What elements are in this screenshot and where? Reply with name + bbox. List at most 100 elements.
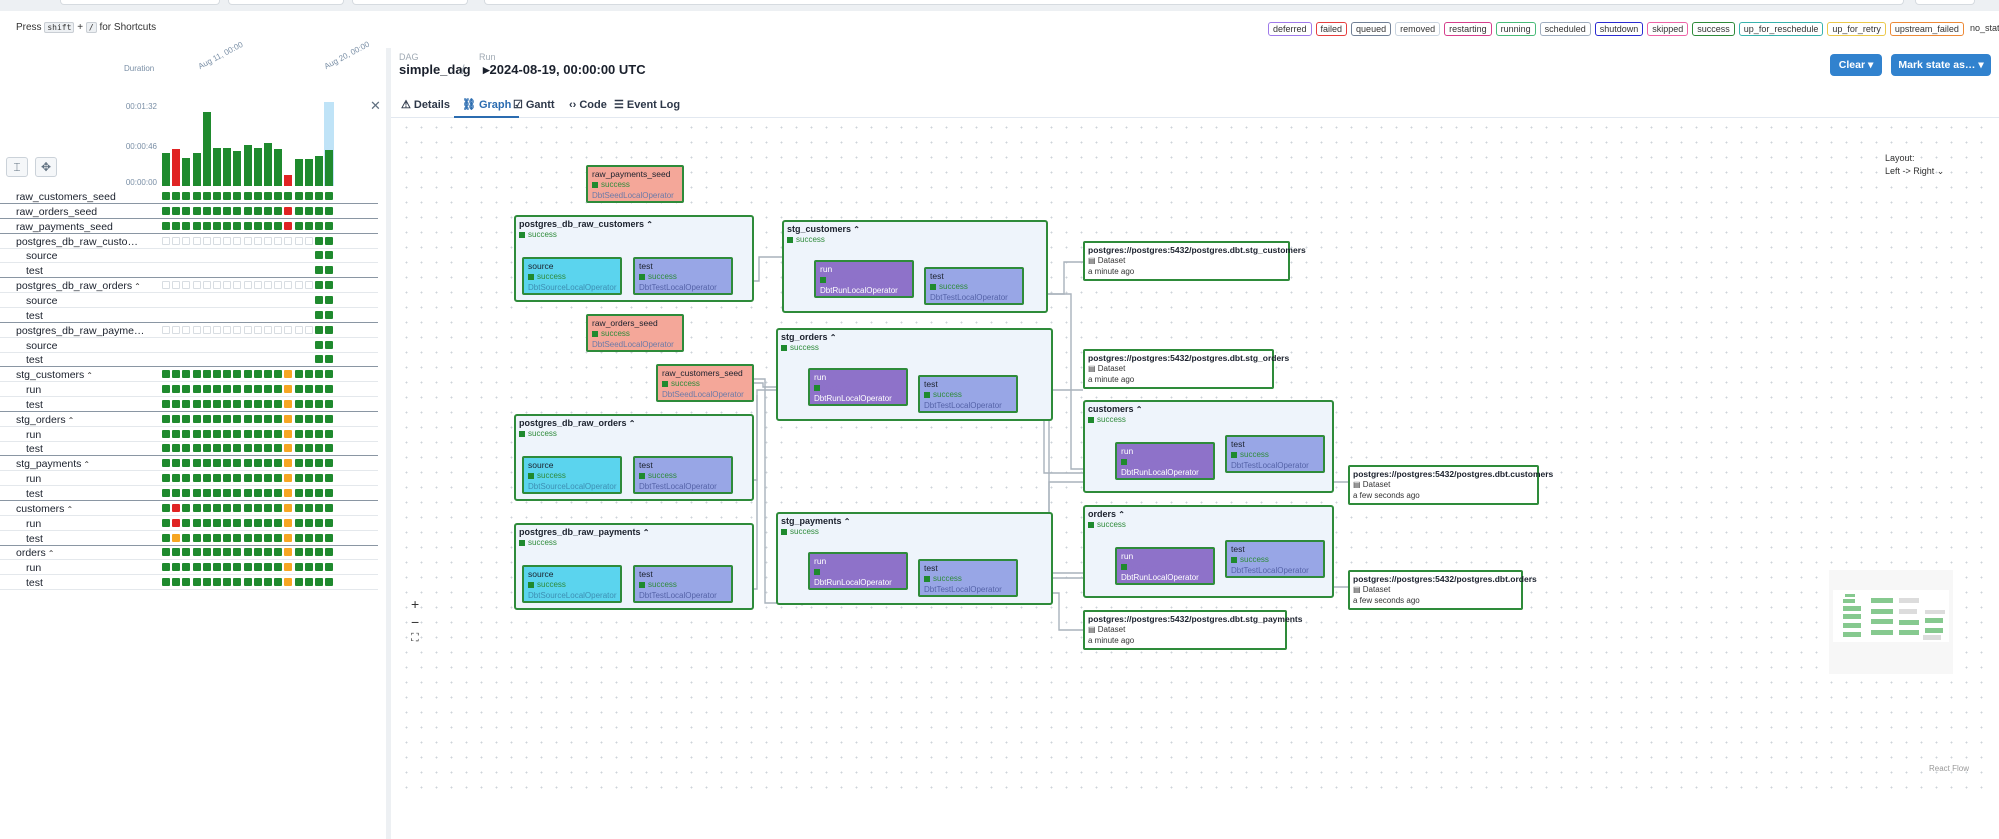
task-instance-square[interactable] (182, 325, 191, 334)
task-instance-square[interactable] (294, 236, 303, 245)
chevron-up-icon[interactable]: ⌃ (67, 415, 75, 425)
task-instance-square[interactable] (294, 325, 303, 334)
task-instance-square[interactable] (182, 206, 191, 215)
chevron-up-icon[interactable]: ⌃ (83, 460, 91, 470)
task-instance-square[interactable] (243, 206, 252, 215)
task-instance-square[interactable] (294, 518, 303, 527)
task-instance-square[interactable] (223, 414, 232, 423)
task-instance-square[interactable] (253, 563, 262, 572)
task-instance-square[interactable] (192, 370, 201, 379)
task-instance-square[interactable] (202, 474, 211, 483)
task-instance-square[interactable] (172, 206, 181, 215)
task-instance-square[interactable] (243, 563, 252, 572)
task-instance-square[interactable] (192, 429, 201, 438)
chevron-up-icon[interactable]: ⌃ (626, 419, 636, 428)
task-instance-square[interactable] (304, 548, 313, 557)
task-instance-square[interactable] (274, 399, 283, 408)
task-row[interactable]: postgres_db_raw_custom… (0, 235, 378, 249)
task-instance-square[interactable] (284, 503, 293, 512)
task-instance-square[interactable] (162, 503, 170, 512)
task-instance-square[interactable] (253, 503, 262, 512)
task-instance-square[interactable] (274, 518, 283, 527)
task-instance-square[interactable] (284, 414, 293, 423)
legend-restarting[interactable]: restarting (1444, 22, 1492, 36)
task-row[interactable]: test (0, 442, 378, 457)
task-instance-square[interactable] (253, 474, 262, 483)
task-instance-square[interactable] (294, 281, 303, 290)
task-instance-square[interactable] (162, 206, 170, 215)
task-instance-square[interactable] (253, 459, 262, 468)
run-bar[interactable] (172, 149, 181, 186)
task-instance-square[interactable] (213, 192, 221, 200)
task-instance-square[interactable] (294, 429, 303, 438)
task-instance-square[interactable] (304, 533, 313, 542)
task-instance-square[interactable] (253, 221, 262, 230)
task-row[interactable]: test (0, 353, 378, 368)
task-instance-square[interactable] (233, 281, 242, 290)
task-instance-square[interactable] (223, 221, 232, 230)
task-row[interactable]: test (0, 264, 378, 279)
run-bar[interactable] (253, 148, 262, 186)
task-instance-square[interactable] (233, 548, 242, 557)
task-instance-square[interactable] (243, 325, 252, 334)
task-instance-square[interactable] (213, 474, 221, 483)
task-instance-square[interactable] (172, 548, 181, 557)
task-instance-square[interactable] (315, 340, 323, 349)
task-instance-square[interactable] (243, 370, 252, 379)
task-instance-square[interactable] (264, 236, 272, 245)
task-instance-square[interactable] (213, 444, 221, 453)
task-instance-square[interactable] (304, 563, 313, 572)
task-instance-square[interactable] (162, 429, 170, 438)
task-instance-square[interactable] (284, 429, 293, 438)
task-instance-square[interactable] (253, 518, 262, 527)
task-instance-square[interactable] (264, 414, 272, 423)
task-instance-square[interactable] (202, 563, 211, 572)
clear-button[interactable]: Clear ▾ (1830, 54, 1882, 76)
task-instance-square[interactable] (304, 414, 313, 423)
run-bar[interactable] (315, 156, 323, 186)
task-instance-square[interactable] (213, 548, 221, 557)
react-flow-attribution[interactable]: React Flow (1929, 764, 1970, 773)
task-instance-square[interactable] (172, 444, 181, 453)
task-instance-square[interactable] (172, 221, 181, 230)
task-instance-square[interactable] (284, 518, 293, 527)
task-instance-square[interactable] (264, 489, 272, 497)
task-instance-square[interactable] (192, 414, 201, 423)
task-instance-square[interactable] (202, 236, 211, 245)
task-instance-square[interactable] (325, 281, 334, 290)
chevron-up-icon[interactable]: ⌃ (644, 220, 653, 229)
task-instance-square[interactable] (182, 236, 191, 245)
task-instance-square[interactable] (202, 192, 211, 200)
task-instance-square[interactable] (192, 459, 201, 468)
task-instance-square[interactable] (264, 578, 272, 587)
task-instance-square[interactable] (325, 251, 334, 260)
task-instance-square[interactable] (243, 459, 252, 468)
task-row[interactable]: test (0, 487, 378, 501)
task-instance-square[interactable] (182, 281, 191, 290)
task-instance-square[interactable] (182, 414, 191, 423)
task-instance-square[interactable] (294, 221, 303, 230)
task-instance-square[interactable] (223, 474, 232, 483)
task-instance-square[interactable] (325, 474, 334, 483)
chevron-up-icon[interactable]: ⌃ (134, 282, 141, 292)
task-instance-square[interactable] (233, 429, 242, 438)
task-instance-square[interactable] (253, 206, 262, 215)
task-instance-square[interactable] (172, 459, 181, 468)
task-instance-square[interactable] (304, 236, 313, 245)
task-instance-square[interactable] (243, 503, 252, 512)
task-instance-square[interactable] (223, 385, 232, 394)
task-instance-square[interactable] (315, 578, 323, 587)
task-instance-square[interactable] (172, 325, 181, 334)
task-row[interactable]: stg_orders⌃ (0, 413, 378, 427)
legend-failed[interactable]: failed (1315, 22, 1348, 36)
task-instance-square[interactable] (284, 474, 293, 483)
task-instance-square[interactable] (274, 459, 283, 468)
task-instance-square[interactable] (213, 221, 221, 230)
